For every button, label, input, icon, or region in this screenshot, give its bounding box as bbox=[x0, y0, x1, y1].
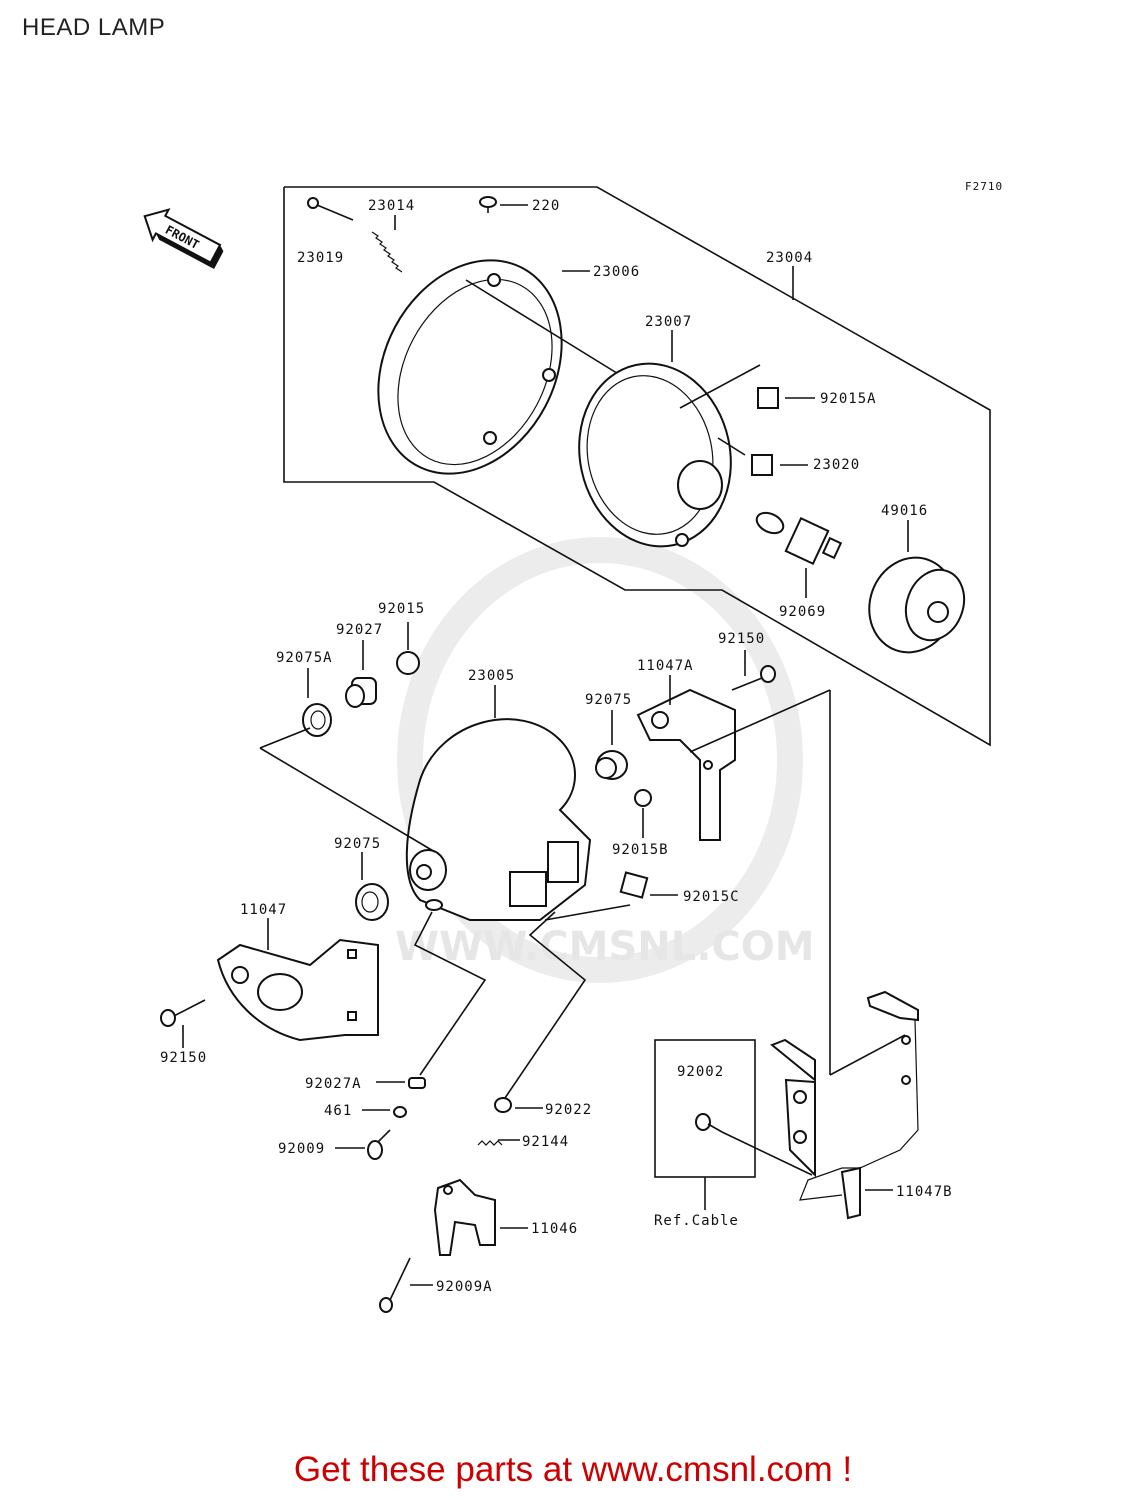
label-92009: 92009 bbox=[278, 1141, 325, 1157]
label-23004: 23004 bbox=[766, 250, 813, 266]
grommet-92075-top bbox=[595, 710, 628, 780]
label-92144: 92144 bbox=[522, 1134, 569, 1150]
label-461: 461 bbox=[324, 1103, 352, 1119]
nut-92022 bbox=[494, 1097, 543, 1113]
housing-23005 bbox=[259, 685, 592, 921]
label-92009A: 92009A bbox=[436, 1279, 493, 1295]
page-title: HEAD LAMP bbox=[22, 14, 166, 41]
lens-unit-23007 bbox=[578, 330, 761, 548]
label-92022: 92022 bbox=[545, 1102, 592, 1118]
nut-92015B bbox=[634, 789, 652, 838]
label-23014: 23014 bbox=[368, 198, 415, 214]
washer-461 bbox=[362, 1106, 407, 1118]
dust-cover-49016 bbox=[868, 520, 966, 654]
footer-banner[interactable]: Get these parts at www.cmsnl.com ! bbox=[293, 1450, 853, 1489]
label-92075A: 92075A bbox=[276, 650, 333, 666]
label-23005: 23005 bbox=[468, 668, 515, 684]
label-11047A: 11047A bbox=[637, 658, 694, 674]
bolt-92150-left bbox=[160, 999, 206, 1048]
front-arrow-icon: FRONT bbox=[143, 208, 224, 269]
watermark-text: WWW.CMSNL.COM bbox=[395, 924, 815, 970]
label-11047B: 11047B bbox=[896, 1184, 953, 1200]
label-92027A: 92027A bbox=[305, 1076, 362, 1092]
label-23006: 23006 bbox=[593, 264, 640, 280]
collar-92027A bbox=[376, 1077, 426, 1089]
nut-92015 bbox=[396, 622, 420, 675]
bracket-11047 bbox=[216, 918, 379, 1042]
grommet-92075A bbox=[302, 668, 332, 737]
label-49016: 49016 bbox=[881, 503, 928, 519]
grommet-92075-mid bbox=[355, 852, 389, 921]
label-11047: 11047 bbox=[240, 902, 287, 918]
bracket-11047A bbox=[636, 675, 831, 1075]
label-23020: 23020 bbox=[813, 457, 860, 473]
label-23019: 23019 bbox=[297, 250, 344, 266]
label-ref-cable: Ref.Cable bbox=[654, 1213, 739, 1229]
assembly-box-23004 bbox=[283, 186, 991, 747]
label-92150-left: 92150 bbox=[160, 1050, 207, 1066]
label-92150-top: 92150 bbox=[718, 631, 765, 647]
figure-code: F2710 bbox=[965, 180, 1003, 193]
label-92015A: 92015A bbox=[820, 391, 877, 407]
bracket-11047B bbox=[770, 990, 919, 1220]
label-92015: 92015 bbox=[378, 601, 425, 617]
label-220: 220 bbox=[532, 198, 560, 214]
label-92069: 92069 bbox=[779, 604, 826, 620]
nut-92015C bbox=[544, 871, 678, 921]
label-92027: 92027 bbox=[336, 622, 383, 638]
label-92002: 92002 bbox=[677, 1064, 724, 1080]
screw-220 bbox=[479, 196, 528, 213]
watermark: WWW.CMSNL.COM bbox=[395, 537, 815, 983]
label-92015C: 92015C bbox=[683, 889, 740, 905]
spring-92144 bbox=[477, 1139, 520, 1146]
label-11046: 11046 bbox=[531, 1221, 578, 1237]
bracket-11046 bbox=[433, 1178, 528, 1256]
rim-23006 bbox=[377, 259, 621, 475]
screw-23019 bbox=[307, 197, 354, 221]
nut-92015A bbox=[757, 387, 815, 409]
label-92075-top: 92075 bbox=[585, 692, 632, 708]
label-23007: 23007 bbox=[645, 314, 692, 330]
label-92075-mid: 92075 bbox=[334, 836, 381, 852]
nut-23020 bbox=[751, 454, 808, 476]
screw-92009 bbox=[335, 1129, 391, 1160]
bolt-92150-top bbox=[731, 650, 776, 691]
screw-92009A bbox=[379, 1257, 433, 1313]
bulb-92069 bbox=[755, 511, 843, 598]
part-labels: 23014 220 23019 23006 23004 23007 92015A… bbox=[160, 198, 953, 1295]
ref-cable-box bbox=[654, 1039, 813, 1210]
spring-23014 bbox=[371, 215, 403, 273]
collar-92027 bbox=[345, 640, 377, 708]
label-92015B: 92015B bbox=[612, 842, 669, 858]
